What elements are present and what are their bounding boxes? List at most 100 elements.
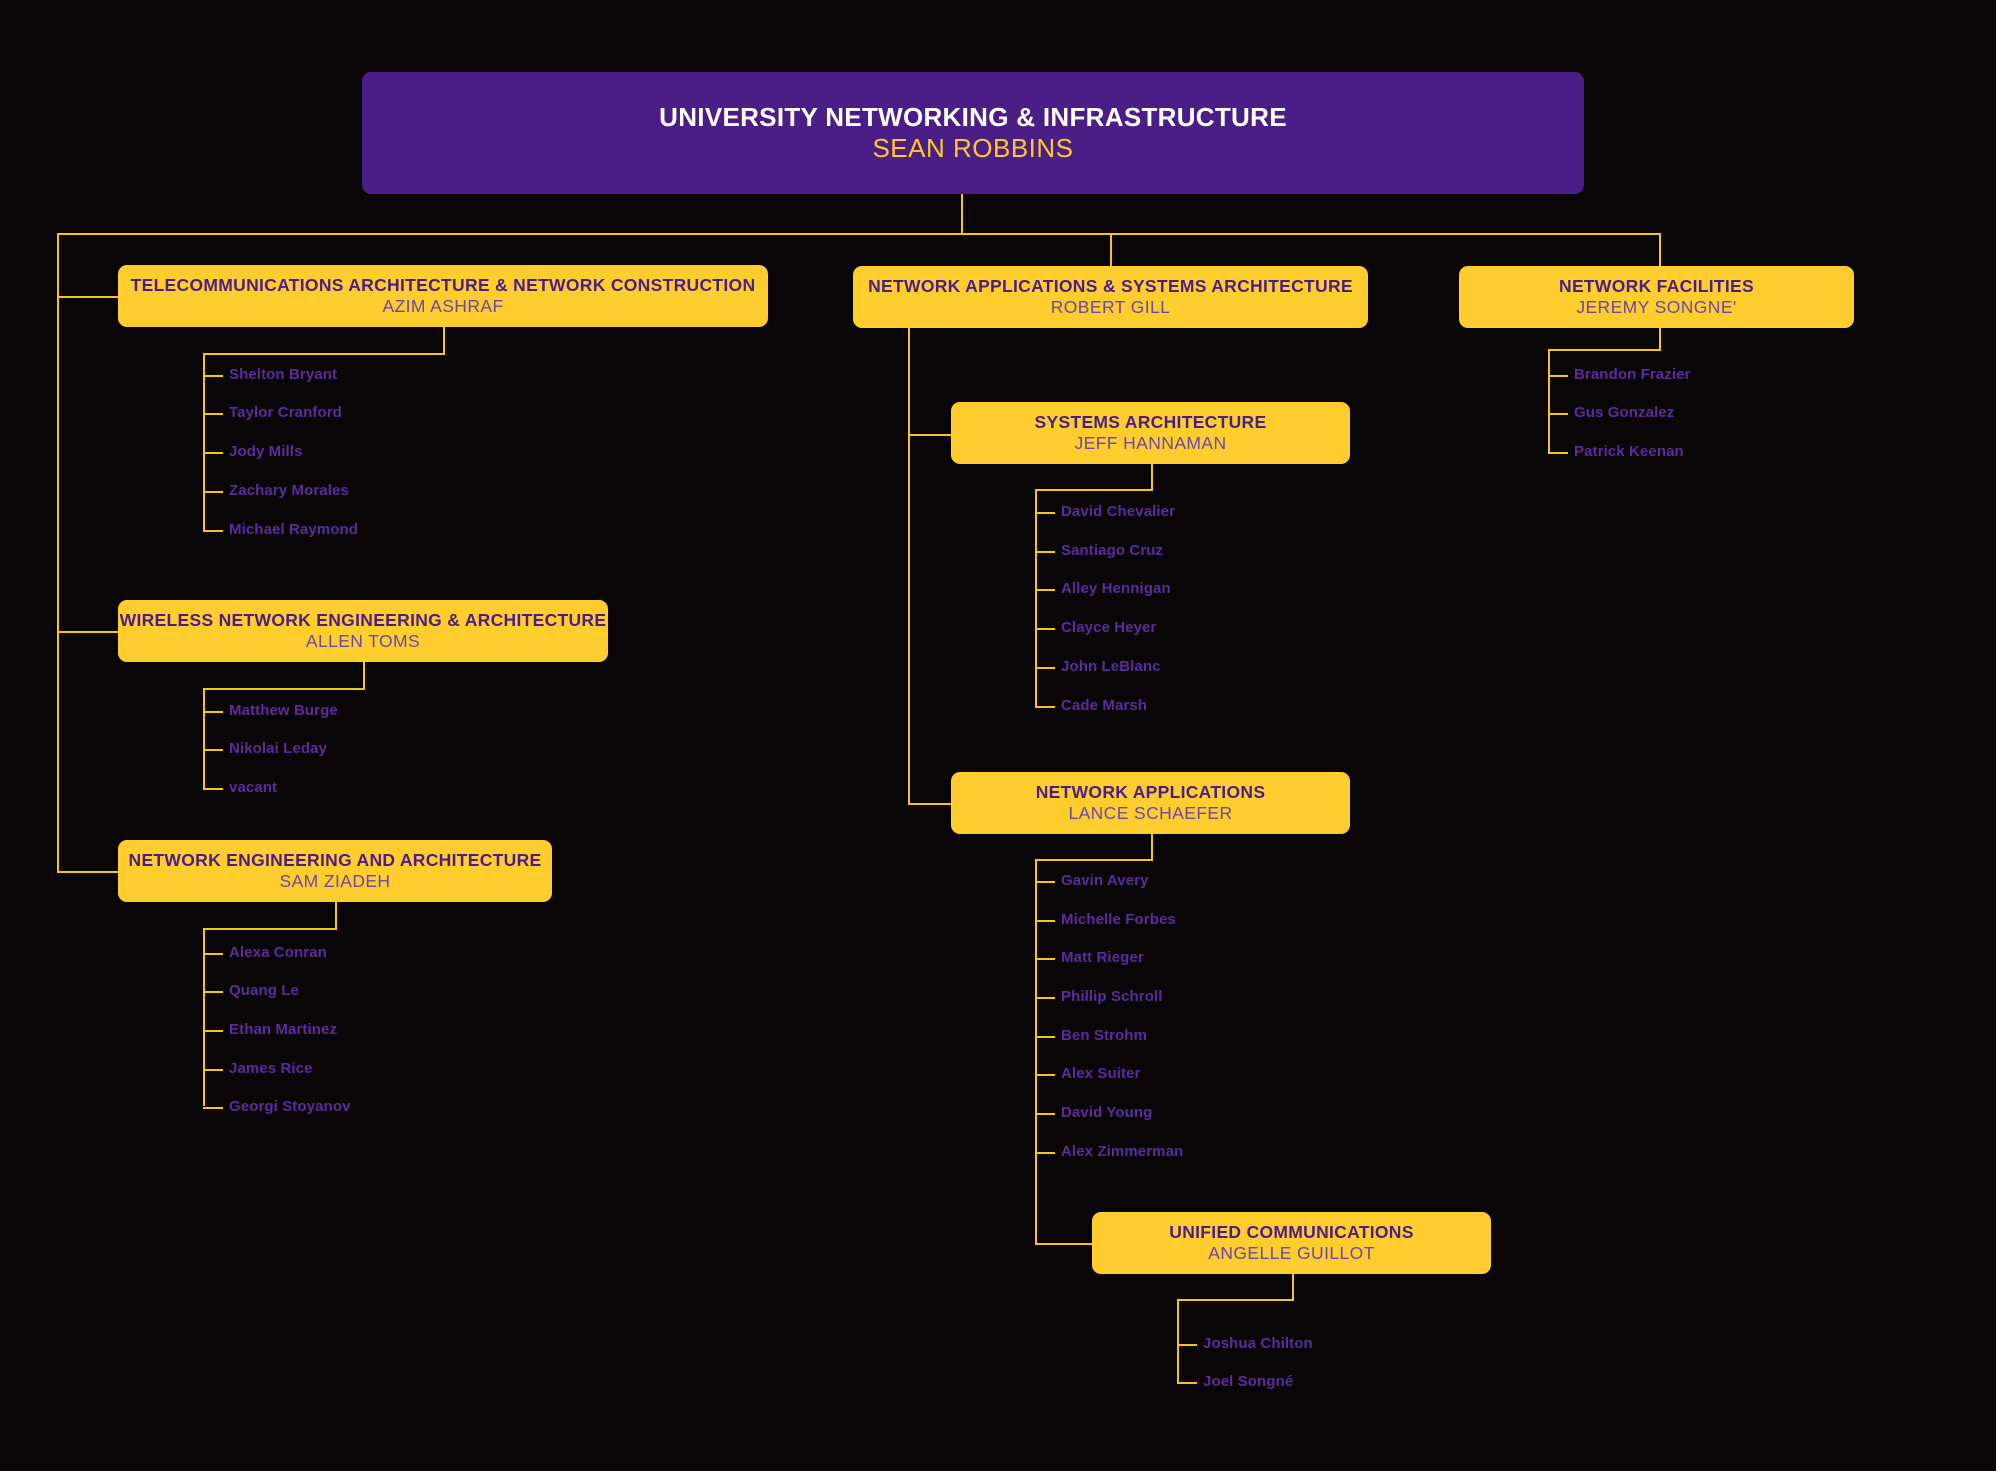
connector-root-stem (961, 194, 963, 234)
node-root-title: UNIVERSITY NETWORKING & INFRASTRUCTURE (659, 102, 1287, 133)
node-netappsys-title: NETWORK APPLICATIONS & SYSTEMS ARCHITECT… (868, 276, 1353, 297)
node-wireless[interactable]: WIRELESS NETWORK ENGINEERING & ARCHITECT… (118, 600, 608, 662)
staff-item: Shelton Bryant (229, 366, 338, 383)
connector-staff-stem (1035, 551, 1055, 553)
connector-staff-stem (1548, 375, 1568, 377)
connector-sysarch-elbow (1035, 489, 1153, 491)
connector-staff-stem (203, 452, 223, 454)
node-wireless-title: WIRELESS NETWORK ENGINEERING & ARCHITECT… (119, 610, 607, 631)
connector-left-to-wireless (57, 631, 119, 633)
connector-wireless-stem (363, 662, 365, 689)
staff-item: Alley Hennigan (1061, 580, 1171, 597)
node-netengarch[interactable]: NETWORK ENGINEERING AND ARCHITECTURE SAM… (118, 840, 552, 902)
staff-item: Georgi Stoyanov (229, 1098, 351, 1115)
node-netapps-manager: LANCE SCHAEFER (1068, 802, 1233, 823)
connector-staff-stem (203, 1069, 223, 1071)
connector-staff-stem (1035, 706, 1055, 708)
connector-staff-stem (203, 1107, 223, 1109)
connector-staff-stem (1035, 628, 1055, 630)
connector-mid-to-netapps (908, 803, 952, 805)
connector-staff-stem (203, 991, 223, 993)
staff-item: Gus Gonzalez (1574, 404, 1675, 421)
connector-wireless-elbow (203, 688, 365, 690)
node-root[interactable]: UNIVERSITY NETWORKING & INFRASTRUCTURE S… (362, 72, 1584, 194)
connector-right-stem (1659, 233, 1661, 266)
node-netapps[interactable]: NETWORK APPLICATIONS LANCE SCHAEFER (951, 772, 1350, 834)
node-unified-title: UNIFIED COMMUNICATIONS (1169, 1222, 1414, 1243)
staff-item: Gavin Avery (1061, 872, 1149, 889)
connector-staff-stem (203, 788, 223, 790)
node-netengarch-title: NETWORK ENGINEERING AND ARCHITECTURE (128, 850, 542, 871)
node-sysarch[interactable]: SYSTEMS ARCHITECTURE JEFF HANNAMAN (951, 402, 1350, 464)
node-telecom-manager: AZIM ASHRAF (382, 295, 504, 316)
node-netapps-title: NETWORK APPLICATIONS (1035, 782, 1266, 803)
connector-staff-stem (203, 749, 223, 751)
node-netappsys[interactable]: NETWORK APPLICATIONS & SYSTEMS ARCHITECT… (853, 266, 1368, 328)
staff-item: Alexa Conran (229, 944, 327, 961)
connector-staff-stem (1035, 958, 1055, 960)
connector-telecom-stem (443, 327, 445, 354)
connector-staff-stem (203, 413, 223, 415)
connector-staff-stem (1035, 1113, 1055, 1115)
connector-staff-stem (203, 375, 223, 377)
staff-item: vacant (229, 779, 278, 796)
connector-staff-stem (203, 530, 223, 532)
staff-item: Jody Mills (229, 443, 303, 460)
node-facilities[interactable]: NETWORK FACILITIES JEREMY SONGNE' (1459, 266, 1854, 328)
staff-item: James Rice (229, 1060, 313, 1077)
node-unified-manager: ANGELLE GUILLOT (1208, 1242, 1375, 1263)
node-sysarch-title: SYSTEMS ARCHITECTURE (1034, 412, 1267, 433)
connector-wireless-trunk (203, 688, 205, 788)
staff-item: Joshua Chilton (1203, 1335, 1313, 1352)
staff-item: John LeBlanc (1061, 658, 1161, 675)
connector-staff-stem (1035, 920, 1055, 922)
connector-top-bus (57, 233, 1661, 235)
staff-item: Alex Zimmerman (1061, 1143, 1184, 1160)
staff-item: Brandon Frazier (1574, 366, 1691, 383)
connector-unified-elbow (1177, 1299, 1294, 1301)
connector-staff-stem (1035, 881, 1055, 883)
node-sysarch-manager: JEFF HANNAMAN (1074, 432, 1227, 453)
connector-left-spine (57, 233, 59, 873)
staff-item: Matthew Burge (229, 702, 338, 719)
connector-facilities-elbow (1548, 349, 1661, 351)
connector-staff-stem (1177, 1344, 1197, 1346)
staff-item: Michelle Forbes (1061, 911, 1176, 928)
connector-staff-stem (1035, 1074, 1055, 1076)
staff-item: Ben Strohm (1061, 1027, 1148, 1044)
staff-item: Phillip Schroll (1061, 988, 1163, 1005)
staff-item: Santiago Cruz (1061, 542, 1164, 559)
connector-mid-stem (1110, 233, 1112, 266)
staff-item: Joel Songné (1203, 1373, 1294, 1390)
connector-unified-stem (1292, 1274, 1294, 1300)
staff-item: Zachary Morales (229, 482, 349, 499)
connector-left-to-telecom (57, 296, 119, 298)
connector-sysarch-trunk (1035, 489, 1037, 707)
staff-item: Nikolai Leday (229, 740, 328, 757)
connector-staff-stem (203, 953, 223, 955)
connector-staff-stem (1035, 1036, 1055, 1038)
connector-staff-stem (1035, 512, 1055, 514)
node-telecom[interactable]: TELECOMMUNICATIONS ARCHITECTURE & NETWOR… (118, 265, 768, 327)
node-wireless-manager: ALLEN TOMS (305, 630, 421, 651)
connector-telecom-elbow (203, 353, 445, 355)
connector-staff-stem (1035, 589, 1055, 591)
connector-staff-stem (203, 1030, 223, 1032)
connector-staff-stem (1548, 452, 1568, 454)
staff-item: Clayce Heyer (1061, 619, 1157, 636)
node-facilities-manager: JEREMY SONGNE' (1576, 296, 1737, 317)
connector-facilities-trunk (1548, 349, 1550, 452)
connector-netapps-trunk (1035, 859, 1037, 1243)
staff-item: Quang Le (229, 982, 299, 999)
connector-telecom-trunk (203, 353, 205, 531)
connector-netapps-to-unified (1035, 1243, 1092, 1245)
node-unified[interactable]: UNIFIED COMMUNICATIONS ANGELLE GUILLOT (1092, 1212, 1491, 1274)
connector-netengarch-stem (335, 902, 337, 929)
connector-staff-stem (1035, 667, 1055, 669)
connector-mid-to-sysarch (908, 434, 952, 436)
staff-item: Ethan Martinez (229, 1021, 338, 1038)
connector-facilities-stem (1659, 328, 1661, 350)
staff-item: Michael Raymond (229, 521, 359, 538)
staff-item: Matt Rieger (1061, 949, 1144, 966)
